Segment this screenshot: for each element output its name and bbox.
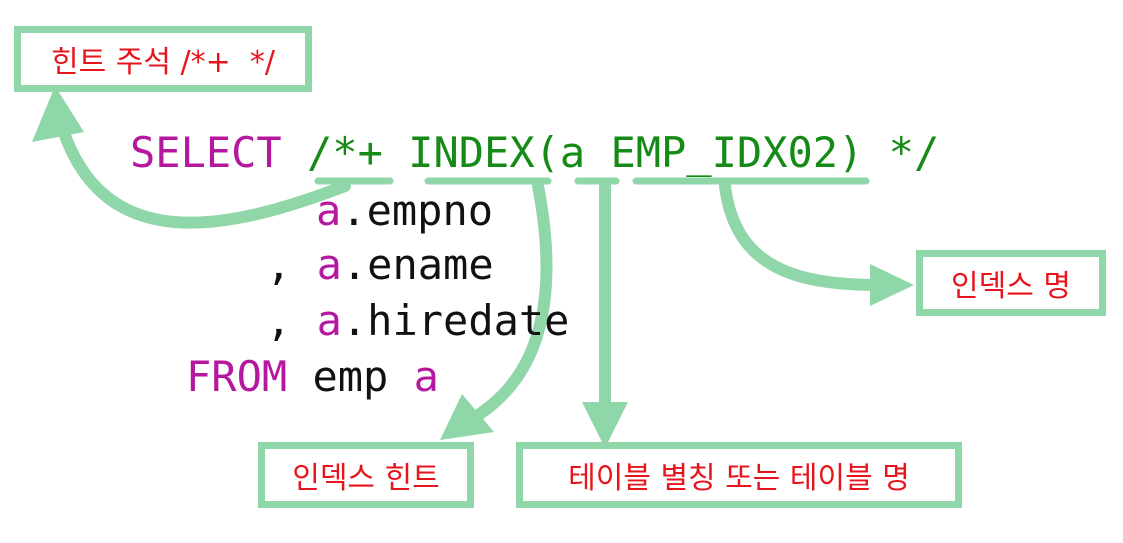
hint-close-paren: ) (838, 128, 864, 177)
label-table-alias: 테이블 별칭 또는 테이블 명 (516, 442, 962, 508)
column-hiredate: .hiredate (341, 296, 570, 345)
column-empno: .empno (341, 186, 494, 235)
arrowhead-index-hint (440, 394, 494, 440)
label-hint-comment: 힌트 주석 /*+ */ (14, 26, 312, 92)
hint-index-name: EMP_IDX02 (610, 128, 839, 177)
comma: , (266, 240, 292, 289)
label-index-hint: 인덱스 힌트 (258, 442, 474, 508)
comma: , (266, 296, 292, 345)
alias-a: a (413, 352, 439, 401)
arrowhead-index-name (870, 264, 914, 306)
arrowhead-hint-comment (32, 86, 84, 142)
arrowhead-table-alias (582, 402, 628, 448)
arrow-to-index-hint (464, 180, 553, 426)
hint-open: /*+ (307, 128, 383, 177)
code-line-ename: , a.ename (266, 240, 494, 290)
keyword-select: SELECT (130, 128, 282, 177)
code-line-hiredate: , a.hiredate (266, 296, 569, 346)
hint-close: */ (888, 128, 940, 177)
hint-index-keyword: INDEX( (408, 128, 560, 177)
hint-alias: a (559, 128, 586, 177)
code-line-from: FROM emp a (186, 352, 439, 402)
keyword-from: FROM (186, 352, 288, 401)
table-emp: emp (312, 352, 389, 401)
code-line-empno: a.empno (316, 186, 493, 236)
code-line-select: SELECT /*+ INDEX(a EMP_IDX02) */ (130, 128, 939, 178)
alias-a: a (316, 240, 342, 289)
alias-a: a (316, 186, 342, 235)
label-index-name: 인덱스 명 (916, 250, 1106, 316)
column-ename: .ename (341, 240, 494, 289)
arrow-to-index-name (719, 180, 886, 291)
alias-a: a (316, 296, 342, 345)
arrow-to-hint-comment (54, 114, 351, 229)
